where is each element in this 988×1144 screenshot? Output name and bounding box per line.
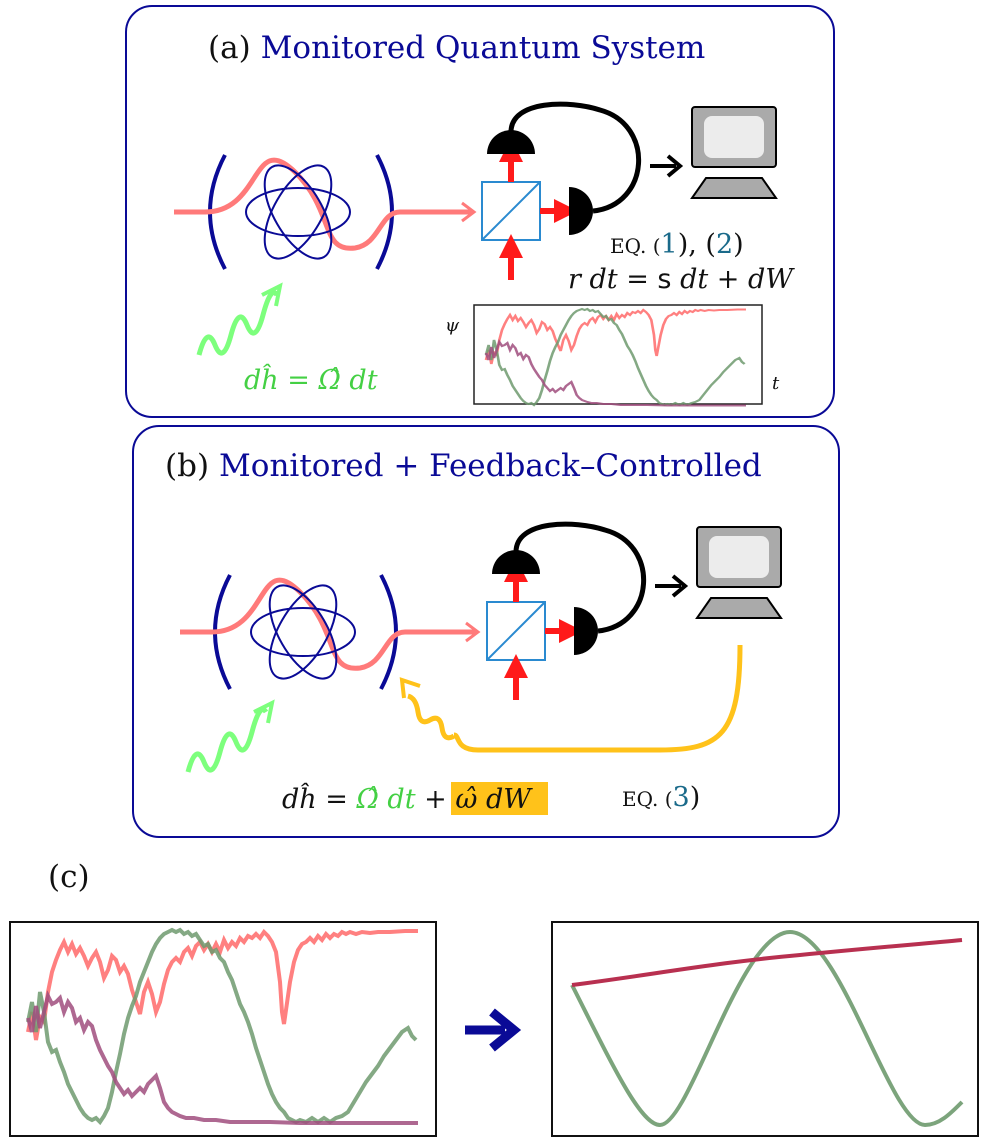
feedback-drive-equation: dĥ = Ω̂ dt + ω̂ dW [282,782,533,815]
eq-ref-close: ) [690,782,701,813]
right-plot-frame [551,921,979,1137]
signal-arrowhead [666,154,684,178]
panel-a-frame [125,5,835,418]
drive-hamiltonian: dĥ = Ω̂ dt [244,363,378,396]
transition-arrow [465,1008,522,1052]
eq-ref-sep: ), ( [678,229,716,260]
atom-icon [245,164,351,260]
trace-green-controlled [570,929,964,1128]
inset-x-label: t [772,373,780,394]
feedback-arrowhead [399,677,421,699]
eq-ref-3: 3 [673,782,690,813]
eq-ref-prefix: EQ. ( [610,234,661,258]
laser-arrowhead [461,201,477,223]
cavity-mirror-icon [379,574,398,690]
signal-line [508,101,641,214]
svg-text:(b)Monitored + Feedback–Contro: (b) Monitored + Feedback–Controlled [165,448,762,484]
photodetector-icon [487,130,535,154]
computer-icon [690,106,778,199]
left-plot-frame [9,921,437,1137]
photodetector-icon [569,187,593,235]
panel-a-label: (a) [208,30,251,66]
panel-c-label: (c) [48,859,90,895]
atom-icon [250,584,356,680]
laser-arrowhead [465,621,481,643]
feedback-term-highlight [451,782,548,815]
panel-c-left-plot [9,921,437,1137]
feedback-line [453,644,743,753]
photodetector-icon [574,607,598,655]
svg-text:EQ. (3): EQ. (3) [622,782,700,813]
measurement-equation: r dt = s dt + dW [568,264,795,295]
panel-a: (a) Monitored Quantum System [125,5,835,418]
wavy-arrow-head [261,282,283,307]
wavy-arrow-icon [196,290,280,356]
svg-text:(a)Monitored Quantum System: (a) Monitored Quantum System [208,30,705,66]
panel-b: (b) Monitored + Feedback–Controlled [132,425,840,838]
trace-crimson-controlled [571,938,963,987]
wavy-arrow-head [253,699,275,724]
laser-beam [174,157,472,251]
beam-splitter-icon [486,601,546,661]
eq-ref-close: ) [733,229,744,260]
trace-green [26,927,418,1126]
signal-line [513,521,646,634]
cavity-mirror-icon [375,154,394,270]
svg-text:EQ. (1), (2): EQ. (1), (2) [610,229,744,260]
trace-purple [26,990,418,1125]
feedback-wavy-arrow [407,693,456,741]
eq-ref-prefix: EQ. ( [622,787,673,811]
panel-b-frame [132,425,840,838]
panel-c-right-plot [551,921,979,1137]
computer-icon [695,526,783,619]
panel-b-label: (b) [165,448,209,484]
eq-ref-2: 2 [716,229,733,260]
panel-a-title: Monitored Quantum System [261,30,706,66]
laser-beam [180,577,476,671]
beam-splitter-icon [481,181,541,241]
photodetector-icon [492,550,540,574]
eq-ref-1: 1 [661,229,678,260]
signal-arrowhead [671,574,689,598]
inset-y-label: ψ [445,315,460,336]
wavy-arrow-icon [185,707,269,773]
panel-b-title: Monitored + Feedback–Controlled [219,448,762,484]
